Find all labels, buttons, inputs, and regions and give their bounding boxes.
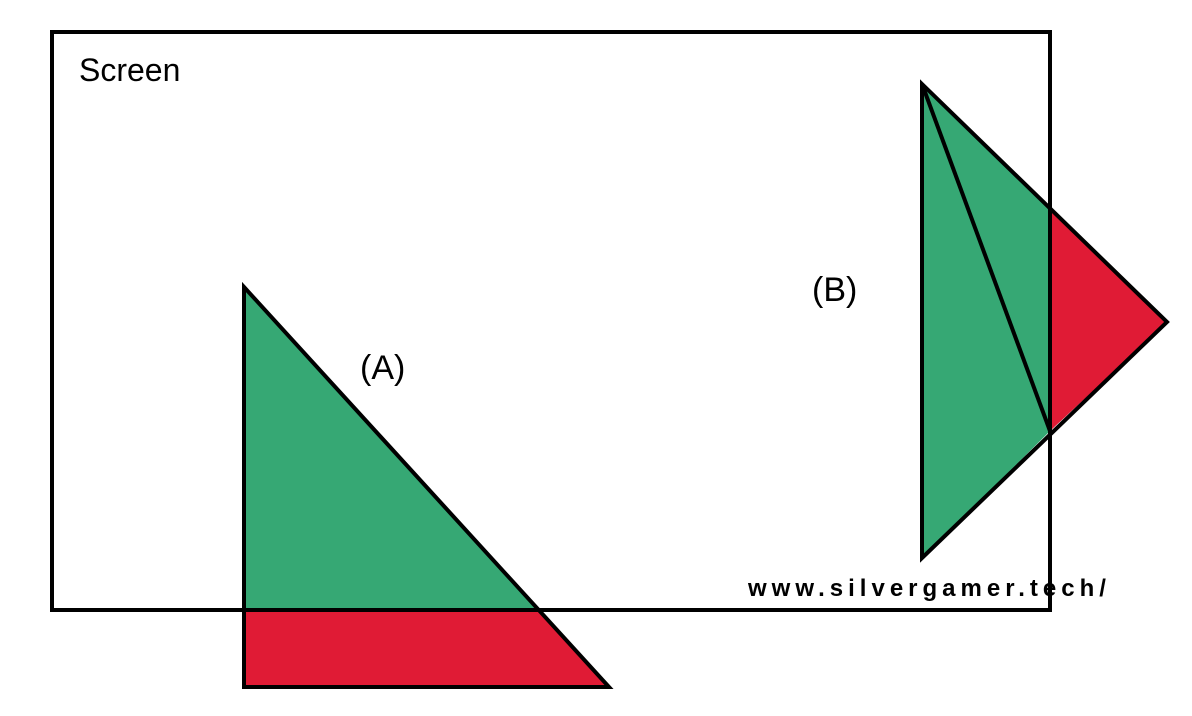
triangle-a-label: (A) bbox=[360, 349, 405, 387]
triangle-b bbox=[920, 79, 1170, 563]
watermark-text: www.silvergamer.tech/ bbox=[747, 575, 1111, 602]
triangle-a-outline bbox=[242, 281, 614, 689]
triangle-b-inside-region bbox=[922, 84, 1050, 558]
triangle-b-split-edge bbox=[920, 83, 1052, 432]
screen-label: Screen bbox=[79, 52, 180, 88]
triangle-b-outside-region bbox=[1050, 209, 1167, 431]
triangle-b-label: (B) bbox=[812, 271, 857, 309]
screen-rectangle bbox=[50, 30, 1052, 612]
triangle-a-outside-region bbox=[244, 610, 609, 687]
triangle-b-outline bbox=[920, 79, 1170, 563]
triangle-a bbox=[242, 281, 614, 689]
